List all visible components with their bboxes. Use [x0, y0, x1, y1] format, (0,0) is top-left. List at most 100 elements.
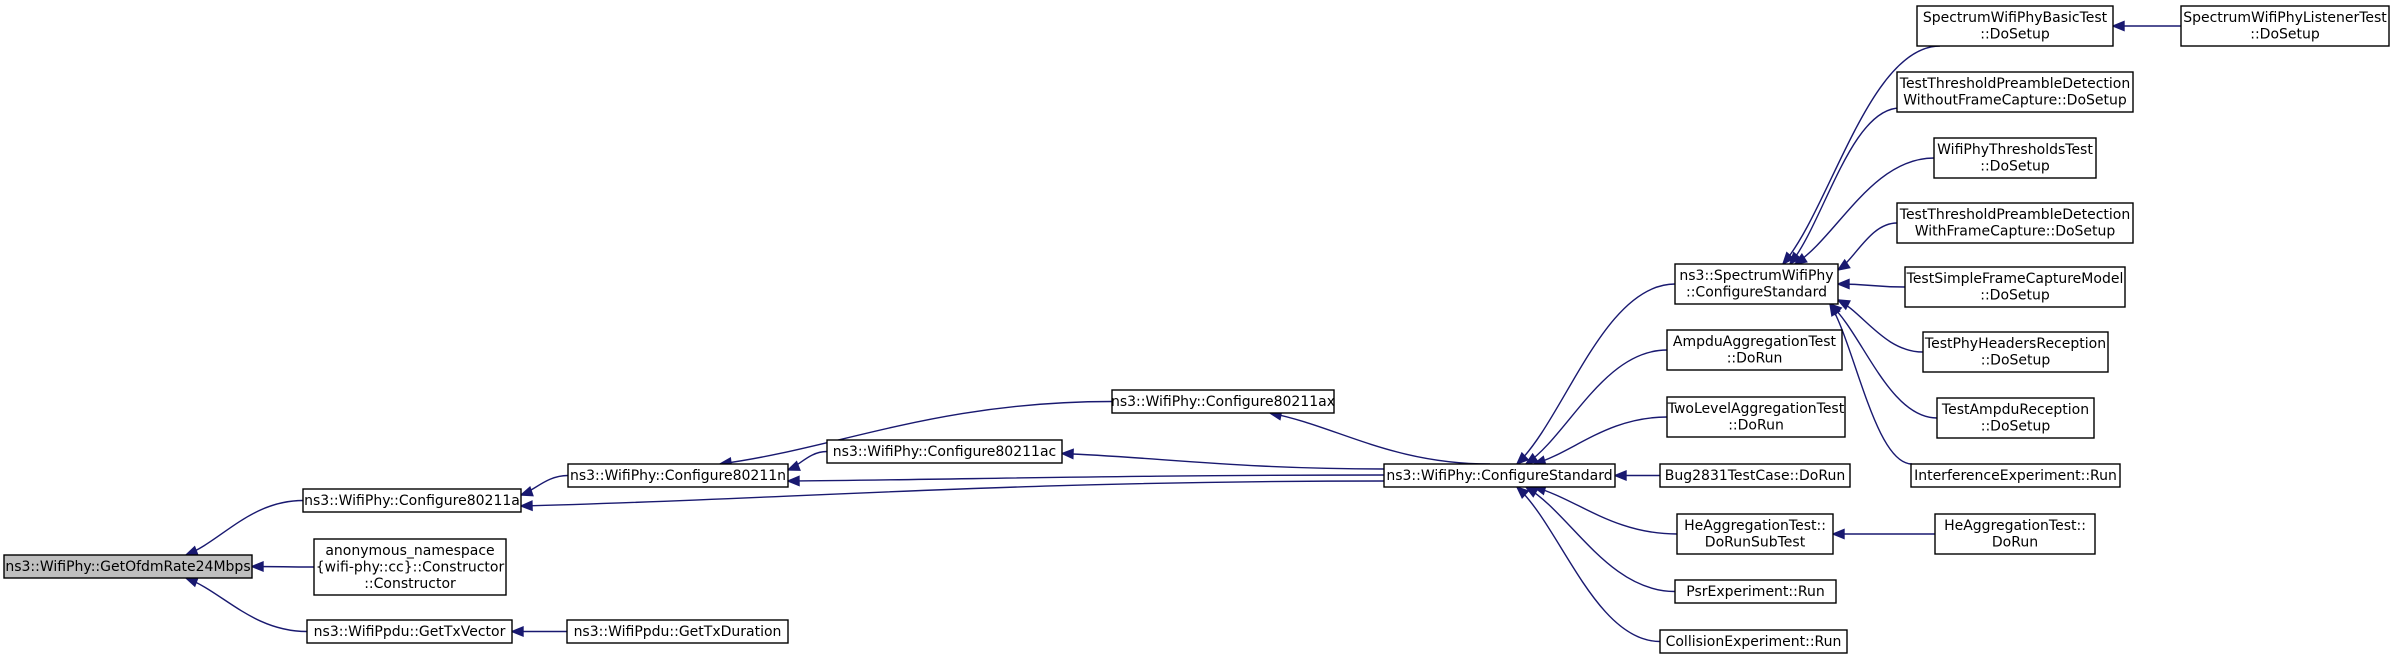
- node-label: AmpduAggregationTest: [1673, 334, 1837, 350]
- edge-line: [1794, 157, 1935, 265]
- function-node[interactable]: ns3::WifiPhy::Configure80211ac: [826, 439, 1063, 464]
- edge-line: [1516, 283, 1676, 465]
- function-node[interactable]: ns3::WifiPhy::Configure80211a: [302, 488, 522, 513]
- edge-line: [1061, 452, 1385, 470]
- function-node[interactable]: InterferenceExperiment::Run: [1910, 463, 2121, 488]
- function-node[interactable]: anonymous_namespace{wifi-phy::cc}::Const…: [313, 538, 507, 596]
- edge-n19-to-n9: [1836, 222, 1898, 272]
- node-box: [2180, 5, 2390, 47]
- edge-n18-to-n9: [1793, 157, 1935, 265]
- node-box: [566, 619, 789, 644]
- function-node[interactable]: SpectrumWifiPhyBasicTest::DoSetup: [1916, 5, 2114, 47]
- function-node[interactable]: ns3::WifiPhy::GetOfdmRate24Mbps: [3, 554, 253, 579]
- function-node[interactable]: ns3::WifiPpdu::GetTxVector: [306, 619, 513, 644]
- function-node[interactable]: ns3::SpectrumWifiPhy::ConfigureStandard: [1674, 263, 1839, 305]
- node-box: [1659, 629, 1848, 654]
- function-node[interactable]: TestThresholdPreambleDetectionWithFrameC…: [1896, 202, 2134, 244]
- node-label: ns3::WifiPhy::Configure80211n: [570, 468, 786, 484]
- node-box: [567, 463, 789, 488]
- node-label: Bug2831TestCase::DoRun: [1665, 468, 1845, 484]
- edge-line: [1516, 486, 1661, 643]
- edge-n15-to-n5: [1515, 485, 1661, 643]
- node-label: ::DoSetup: [1981, 353, 2051, 369]
- edge-arrowhead: [250, 560, 264, 573]
- node-box: [313, 538, 507, 596]
- node-label: ::DoRun: [1727, 351, 1783, 367]
- node-box: [1659, 463, 1851, 488]
- node-box: [1922, 331, 2109, 373]
- root-node-box: [3, 554, 253, 579]
- node-label: ns3::WifiPhy::Configure80211ac: [833, 444, 1056, 460]
- edge-n3-to-n0: [184, 576, 308, 633]
- node-label: TestThresholdPreambleDetection: [1899, 76, 2130, 92]
- function-node[interactable]: AmpduAggregationTest::DoRun: [1666, 329, 1843, 371]
- node-label: ::DoRun: [1728, 418, 1784, 434]
- edge-line: [185, 577, 308, 633]
- edge-n11-to-n5: [1532, 416, 1668, 467]
- edge-n21-to-n9: [1836, 299, 1924, 353]
- function-node[interactable]: WifiPhyThresholdsTest::DoSetup: [1933, 137, 2097, 179]
- node-label: ns3::WifiPhy::Configure80211a: [304, 493, 520, 509]
- function-node[interactable]: ns3::WifiPpdu::GetTxDuration: [566, 619, 789, 644]
- edge-n13-to-n5: [1532, 484, 1678, 535]
- function-node[interactable]: TestPhyHeadersReception::DoSetup: [1922, 331, 2109, 373]
- node-label: ns3::WifiPpdu::GetTxVector: [314, 624, 506, 640]
- edge-layer: [184, 20, 2181, 643]
- node-label: ::DoSetup: [1981, 419, 2051, 435]
- node-box: [1910, 463, 2121, 488]
- function-node[interactable]: TestSimpleFrameCaptureModel::DoSetup: [1904, 266, 2126, 308]
- function-node[interactable]: TestAmpduReception::DoSetup: [1936, 397, 2095, 439]
- node-label: DoRun: [1992, 535, 2038, 551]
- edge-n5-to-n4: [786, 474, 1385, 487]
- edge-arrowhead: [184, 545, 199, 556]
- edge-n23-to-n9: [1829, 302, 1913, 465]
- edge-arrowhead: [1524, 486, 1539, 498]
- node-label: ::DoSetup: [1980, 27, 2050, 43]
- node-label: TwoLevelAggregationTest: [1667, 401, 1845, 417]
- node-layer: ns3::WifiPhy::GetOfdmRate24Mbpsns3::Wifi…: [3, 5, 2390, 654]
- function-node[interactable]: CollisionExperiment::Run: [1659, 629, 1848, 654]
- node-label: ns3::SpectrumWifiPhy: [1679, 268, 1833, 284]
- edge-arrowhead: [1831, 528, 1845, 540]
- edge-arrowhead: [786, 460, 801, 471]
- function-node[interactable]: ns3::WifiPhy::ConfigureStandard: [1383, 463, 1616, 488]
- edge-arrowhead: [184, 576, 199, 588]
- function-node[interactable]: PsrExperiment::Run: [1674, 579, 1837, 604]
- function-node[interactable]: HeAggregationTest::DoRun: [1934, 513, 2096, 555]
- node-label: ns3::WifiPhy::ConfigureStandard: [1386, 468, 1612, 484]
- edge-arrowhead: [1613, 469, 1627, 482]
- function-node[interactable]: ns3::WifiPhy::Configure80211n: [567, 463, 789, 488]
- node-box: [302, 488, 522, 513]
- function-node[interactable]: ns3::WifiPhy::Configure80211ax: [1111, 389, 1335, 414]
- node-label: TestSimpleFrameCaptureModel: [1906, 271, 2124, 287]
- function-node[interactable]: Bug2831TestCase::DoRun: [1659, 463, 1851, 488]
- edge-arrowhead: [519, 500, 533, 512]
- edge-arrowhead: [1515, 485, 1530, 499]
- node-box: [1896, 202, 2134, 244]
- node-label: WifiPhyThresholdsTest: [1937, 142, 2093, 158]
- edge-line: [1782, 45, 1941, 265]
- node-box: [1896, 71, 2134, 113]
- node-label: ns3::WifiPpdu::GetTxDuration: [574, 624, 782, 640]
- node-label: TestAmpduReception: [1941, 402, 2089, 418]
- node-box: [1676, 513, 1834, 555]
- node-label: ::DoSetup: [1980, 159, 2050, 175]
- edge-n2-to-n0: [250, 560, 315, 573]
- node-label: DoRunSubTest: [1705, 535, 1806, 551]
- node-label: WithFrameCapture::DoSetup: [1915, 224, 2116, 240]
- function-node[interactable]: HeAggregationTest::DoRunSubTest: [1676, 513, 1834, 555]
- function-node[interactable]: SpectrumWifiPhyListenerTest::DoSetup: [2180, 5, 2390, 47]
- edge-n5-to-n8: [1268, 409, 1491, 465]
- node-box: [1666, 329, 1843, 371]
- node-label: HeAggregationTest::: [1684, 518, 1826, 534]
- edge-line: [1525, 349, 1668, 465]
- edge-n16-to-n9: [1781, 45, 1941, 266]
- edge-n9-to-n5: [1515, 283, 1676, 466]
- edge-n12-to-n5: [1613, 469, 1661, 482]
- node-label: TestPhyHeadersReception: [1924, 336, 2106, 352]
- edge-arrowhead: [1829, 302, 1841, 317]
- node-label: ::Constructor: [364, 576, 456, 592]
- function-node[interactable]: TestThresholdPreambleDetectionWithoutFra…: [1896, 71, 2134, 113]
- function-node[interactable]: TwoLevelAggregationTest::DoRun: [1666, 396, 1846, 438]
